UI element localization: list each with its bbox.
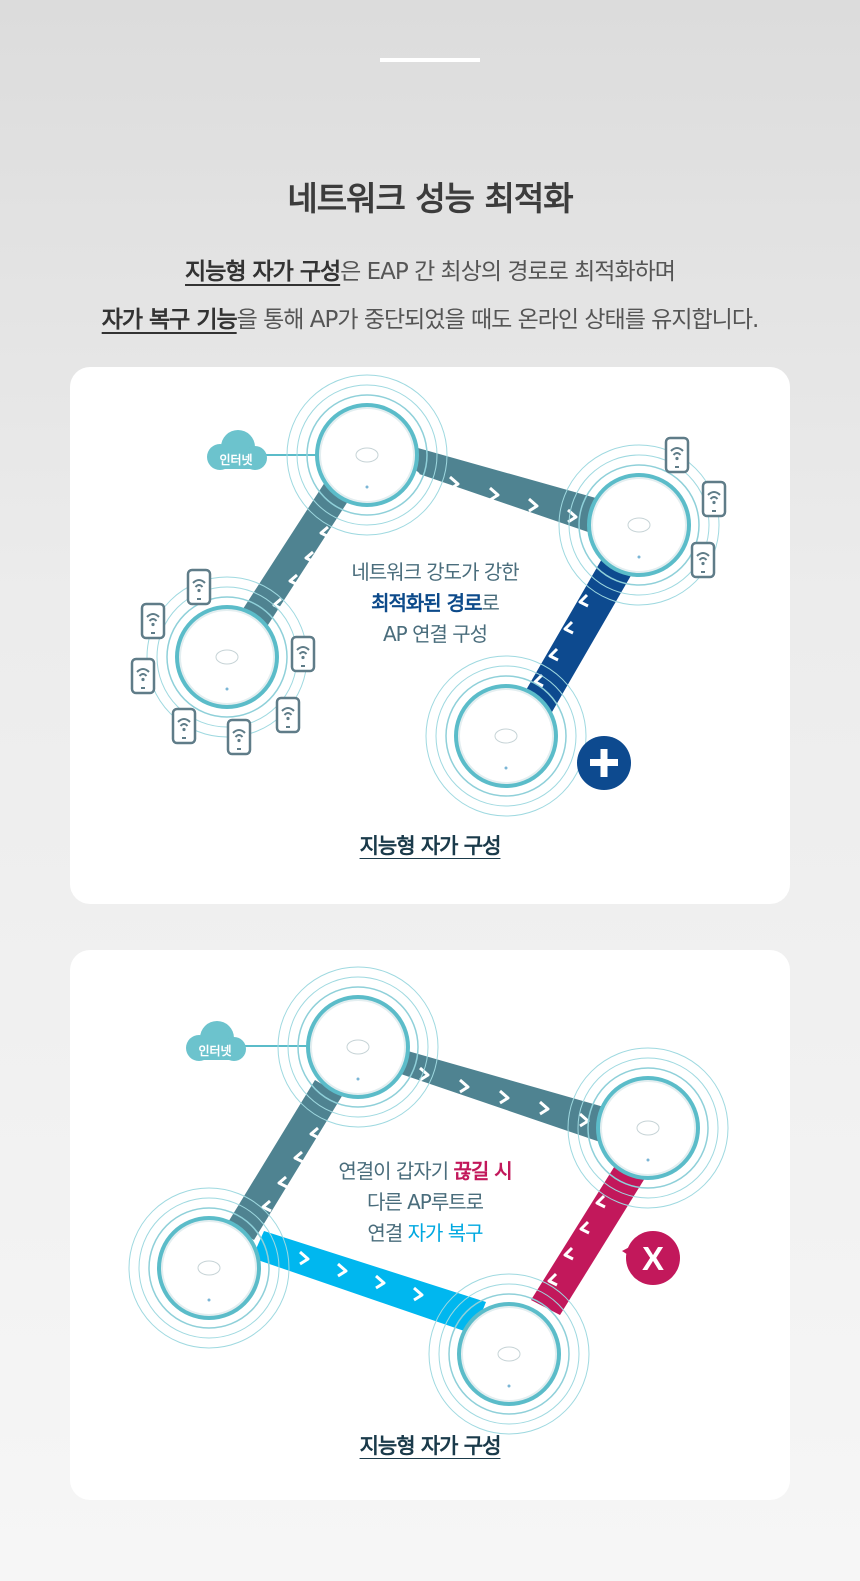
phone-icon xyxy=(140,602,166,640)
close-icon: X xyxy=(642,1240,664,1277)
card2-line3-prefix: 연결 xyxy=(367,1221,408,1245)
desc-text-1: 은 EAP 간 최상의 경로로 최적화하며 xyxy=(340,259,676,285)
link-left-bottom-backup xyxy=(252,1231,486,1334)
internet-cloud-icon: 인터넷 xyxy=(186,1021,310,1061)
page-description: 지능형 자가 구성은 EAP 간 최상의 경로로 최적화하며 자가 복구 기능을… xyxy=(0,248,860,344)
cloud-label: 인터넷 xyxy=(198,1043,231,1058)
phone-icon xyxy=(690,541,716,579)
phone-icon xyxy=(275,696,301,734)
phone-icon xyxy=(226,718,252,756)
plus-badge xyxy=(577,736,631,790)
card2-highlight-cyan: 자가 복구 xyxy=(407,1221,484,1245)
card1-line2-rest: 로 xyxy=(481,591,499,615)
link-top-left xyxy=(241,479,352,628)
phone-icon xyxy=(664,436,690,474)
card1-line1: 네트워크 강도가 강한 xyxy=(351,560,519,584)
phone-icon xyxy=(701,480,727,518)
desc-text-2: 을 통해 AP가 중단되었을 때도 온라인 상태를 유지합니다. xyxy=(236,307,760,333)
link-right-bottom xyxy=(522,557,633,712)
card2-highlight-red: 끊길 시 xyxy=(453,1159,512,1183)
card2-message: 연결이 갑자기 끊길 시 다른 AP루트로 연결 자가 복구 xyxy=(300,1156,550,1249)
card2-caption: 지능형 자가 구성 xyxy=(359,1434,502,1458)
link-top-right xyxy=(364,439,603,532)
self-healing-card: 인터넷 X 연결이 갑자기 끊길 시 다른 AP루트로 연결 자가 복구 지능형… xyxy=(70,950,790,1500)
link-top-left xyxy=(227,1080,342,1240)
card2-line2: 다른 AP루트로 xyxy=(366,1190,484,1214)
link-top-right xyxy=(354,1042,618,1143)
card1-caption: 지능형 자가 구성 xyxy=(359,834,502,858)
page-title: 네트워크 성능 최적화 xyxy=(287,179,573,218)
card1-message: 네트워크 강도가 강한 최적화된 경로로 AP 연결 구성 xyxy=(310,557,560,650)
internet-cloud-icon: 인터넷 xyxy=(207,430,318,470)
desc-highlight-2: 자가 복구 기능 xyxy=(101,307,238,333)
self-configuration-diagram: 인터넷 xyxy=(130,374,727,817)
desc-highlight-1: 지능형 자가 구성 xyxy=(185,259,341,285)
disconnect-badge: X xyxy=(622,1231,680,1285)
cloud-label: 인터넷 xyxy=(219,452,252,467)
card2-line1-prefix: 연결이 갑자기 xyxy=(338,1159,454,1183)
self-configuration-card: 인터넷 네트워크 강도가 강한 최적화된 경로로 xyxy=(70,367,790,904)
phone-icon xyxy=(171,707,197,745)
card1-highlight: 최적화된 경로 xyxy=(371,591,482,615)
link-right-bottom-broken xyxy=(531,1156,650,1315)
top-divider xyxy=(380,58,480,62)
card1-line3: AP 연결 구성 xyxy=(382,622,488,646)
phone-icon xyxy=(130,657,156,695)
self-healing-diagram: 인터넷 X xyxy=(128,966,729,1435)
phone-icon xyxy=(186,568,212,606)
